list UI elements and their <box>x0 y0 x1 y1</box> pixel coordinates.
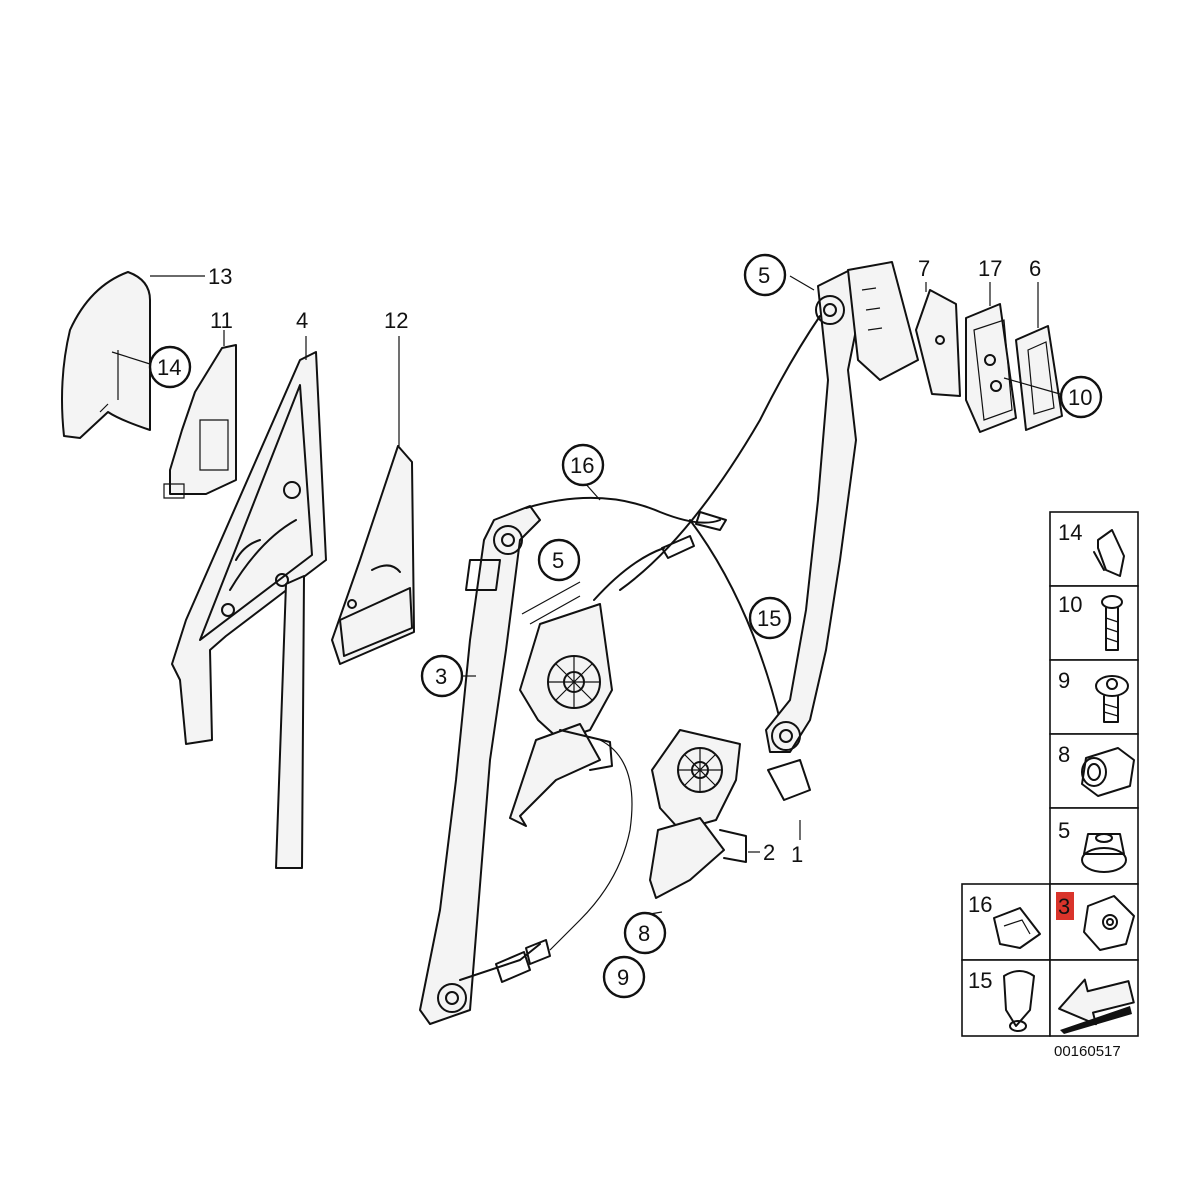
part-6-plate: 6 <box>1015 256 1063 431</box>
part-7-plate: 7 <box>915 256 961 397</box>
callout-14-left: 14 <box>111 345 192 389</box>
callout-7: 7 <box>918 256 930 281</box>
callout-15: 15 <box>757 606 781 631</box>
callout-1: 1 <box>791 842 803 867</box>
callout-14: 14 <box>157 355 181 380</box>
legend-label-8: 8 <box>1058 742 1070 767</box>
legend-label-15: 15 <box>968 968 992 993</box>
callout-11: 11 <box>210 308 233 333</box>
legend-label-10: 10 <box>1058 592 1082 617</box>
parts-legend: 14 10 9 8 5 16 3 15 <box>961 511 1139 1060</box>
callout-5-top: 5 <box>758 263 770 288</box>
callout-13: 13 <box>208 264 232 289</box>
part-5-motor-left: 5 <box>509 538 613 827</box>
legend-label-5: 5 <box>1058 818 1070 843</box>
callout-16: 16 <box>570 453 594 478</box>
callout-12: 12 <box>384 308 408 333</box>
legend-label-3: 3 <box>1058 894 1070 919</box>
part-16-cable: 16 <box>525 443 727 559</box>
legend-label-9: 9 <box>1058 668 1070 693</box>
callout-9: 9 <box>617 965 629 990</box>
callout-5-mid: 5 <box>552 548 564 573</box>
callout-4: 4 <box>296 308 308 333</box>
part-17-plate: 17 <box>965 256 1017 433</box>
callout-10-plate: 10 <box>1003 375 1103 419</box>
callout-2: 2 <box>763 840 775 865</box>
legend-label-3-highlight <box>1056 892 1074 920</box>
part-1-window-regulator-right: 1 5 15 <box>593 253 919 867</box>
callouts-8-9: 8 9 <box>602 911 667 999</box>
part-4-window-frame: 4 <box>171 308 327 869</box>
callout-6: 6 <box>1029 256 1041 281</box>
drawing-number: 00160517 <box>1054 1043 1121 1060</box>
callout-8: 8 <box>638 921 650 946</box>
legend-label-14: 14 <box>1058 520 1082 545</box>
part-2-motor: 2 <box>549 729 775 951</box>
part-13-trim-cover: 13 <box>61 264 232 439</box>
callout-17: 17 <box>978 256 1002 281</box>
legend-label-16: 16 <box>968 892 992 917</box>
callout-3: 3 <box>435 664 447 689</box>
callout-10: 10 <box>1068 385 1092 410</box>
part-12-seal: 12 <box>331 308 415 665</box>
part-11-mirror-bracket: 11 <box>163 308 237 499</box>
part-3-window-regulator: 3 <box>419 505 551 1025</box>
